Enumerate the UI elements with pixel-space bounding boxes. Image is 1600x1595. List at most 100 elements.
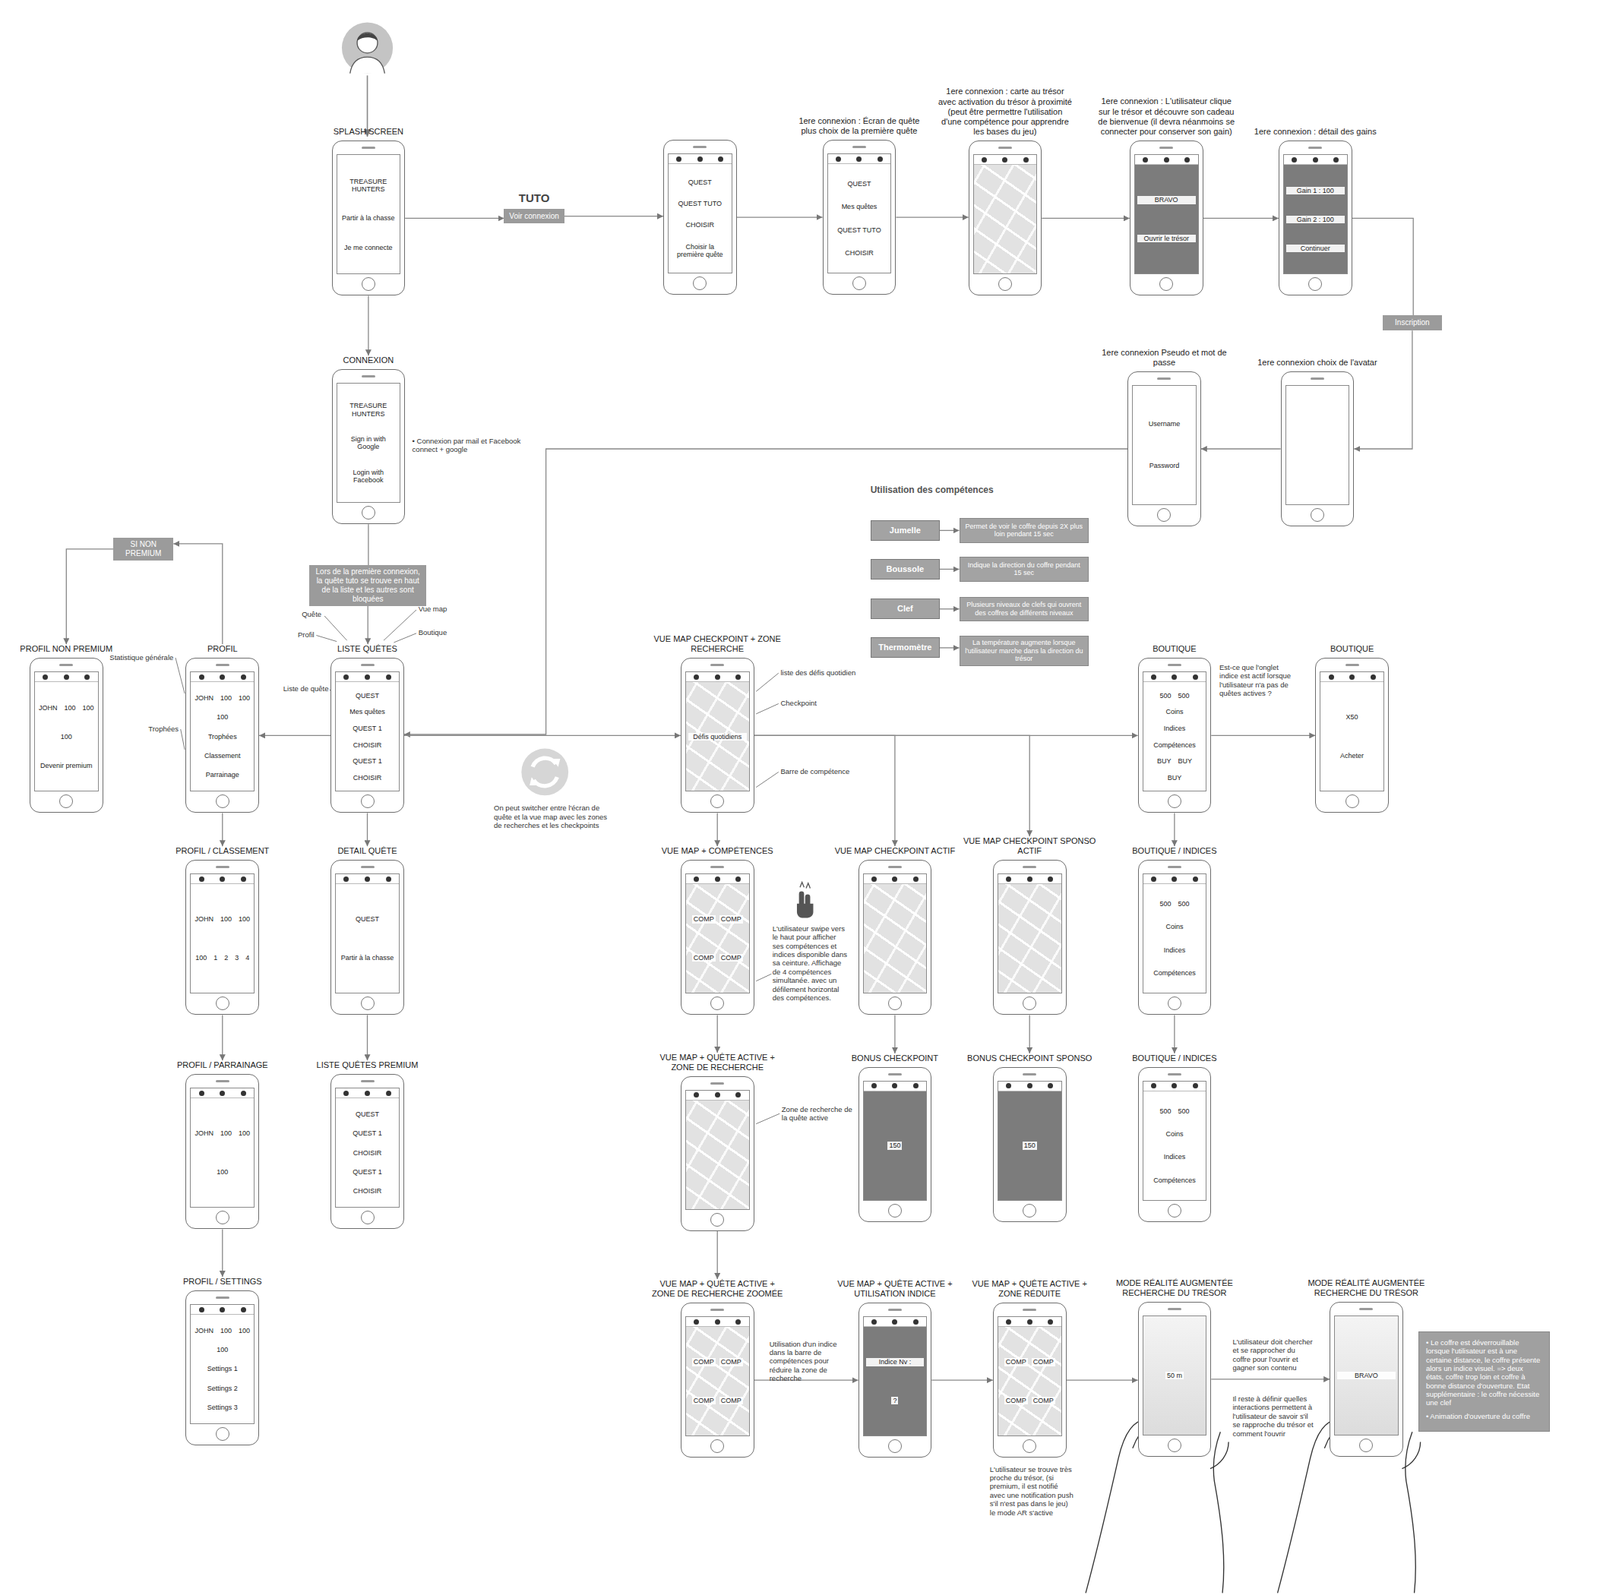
nav-bar (1143, 1081, 1207, 1092)
nav-icon (835, 156, 842, 162)
screen-text: CHOISIR (830, 249, 889, 257)
screen-text: COMP (692, 1397, 716, 1405)
nav-bar (863, 1317, 927, 1328)
nav-icon (364, 1090, 370, 1097)
screen-title: LISTE QUÊTES PREMIUM (316, 1060, 419, 1071)
speaker (1022, 1073, 1037, 1076)
phone-frame: COMPCOMPCOMPCOMP (992, 1302, 1067, 1458)
phone-frame: JOHN100100100 (185, 1074, 260, 1230)
flow-connector (939, 530, 960, 532)
screen-title: PROFIL (207, 644, 238, 655)
nav-icon (199, 674, 205, 680)
screen-text: BRAVO (1137, 196, 1196, 204)
phone-screen: PROFIL NON PREMIUMJOHN100100100Devenir p… (29, 644, 104, 813)
nav-icon (219, 1307, 225, 1313)
screen-text: Compétences (1145, 1176, 1205, 1185)
phone-screen: BONUS CHECKPOINT150 (858, 1053, 933, 1223)
note-box: Boussole (870, 559, 940, 580)
screen-content (1286, 385, 1350, 505)
nav-icon (1171, 1083, 1177, 1089)
screen-text: 100 (237, 1129, 252, 1138)
screen-text: 500 (1157, 1107, 1173, 1116)
band-box: Indique la direction du coffre pendant 1… (959, 556, 1090, 582)
phone-frame: JOHN100100100Devenir premium (29, 657, 104, 813)
annotation: Profil (273, 630, 315, 639)
screen: 500500CoinsIndicesCompétencesBUYBUYBUY (1142, 671, 1208, 792)
nav-icon (1047, 1083, 1053, 1089)
phone-frame: 500500CoinsIndicesCompétencesBUYBUYBUY (1138, 657, 1212, 813)
home-button (215, 996, 230, 1011)
phone-frame: JOHN100100100TrophéesClassementParrainag… (185, 657, 260, 813)
phone-frame (968, 140, 1043, 296)
note-box: • Le coffre est déverrouillable lorsque … (1418, 1331, 1550, 1433)
phone-frame: COMPCOMPCOMPCOMP (680, 1302, 755, 1458)
band-box: Boussole (870, 559, 940, 580)
nav-icon (1047, 876, 1053, 883)
screen-text: Indices (1145, 946, 1205, 955)
nav-icon (1370, 674, 1376, 680)
screen-content: QUESTPartir à la chasse (335, 884, 399, 993)
nav-icon (1150, 1083, 1157, 1089)
flow-connector (894, 1015, 895, 1054)
screen-text: Compétences (1145, 741, 1205, 750)
screen-content: Gain 1 : 100Gain 2 : 100Continuer (1283, 164, 1348, 274)
phone-frame: QUESTPartir à la chasse (330, 860, 405, 1016)
home-button (888, 996, 902, 1011)
screen-title: VUE MAP + QUÊTE ACTIVE + ZONE DE RECHERC… (648, 1052, 786, 1073)
screen-content: COMPCOMPCOMPCOMP (686, 1327, 750, 1436)
band-box: La température augmente lorsque l'utilis… (959, 635, 1090, 667)
home-button (360, 996, 375, 1011)
annotation: liste des défis quotidien (780, 668, 883, 677)
phone-screen: VUE MAP CHECKPOINT SPONSO ACTIF (992, 836, 1067, 1016)
screen-text: CHOISIR (338, 1187, 397, 1196)
phone-frame: UsernamePassword (1127, 371, 1202, 527)
phone-frame: 500500CoinsIndicesCompétences (1138, 860, 1212, 1016)
screen-text: QUEST (338, 692, 397, 700)
band-text: Lors de la première connexion, la quête … (313, 567, 423, 604)
screen-text: 100 (63, 704, 78, 712)
screen-text: Continuer (1286, 244, 1345, 253)
nav-icon (693, 1092, 699, 1098)
home-button (1359, 1438, 1373, 1453)
phone-frame: Indice Nv :? (858, 1302, 933, 1458)
screen-title: BONUS CHECKPOINT SPONSO (967, 1053, 1092, 1064)
note-box: TUTOVoir connexion (503, 191, 564, 224)
phone-frame: QUESTMes quêtesQUEST 1CHOISIRQUEST 1CHOI… (330, 657, 405, 813)
phone-frame: 150 (858, 1067, 933, 1223)
phone-screen: 1ere connexion : détail des gainsGain 1 … (1278, 126, 1353, 296)
screen-content: 150 (863, 1091, 927, 1201)
nav-bar (1283, 154, 1348, 165)
nav-icon (877, 156, 883, 162)
screen-title: VUE MAP + QUÊTE ACTIVE + ZONE RÉDUITE (961, 1279, 1098, 1300)
screen: QUESTQUEST 1CHOISIRQUEST 1CHOISIR (335, 1087, 400, 1208)
flow-connector (1353, 330, 1413, 450)
screen-text: COMP (719, 1358, 744, 1367)
nav-icon (199, 1307, 205, 1313)
screen: TREASURE HUNTERSPartir à la chasseJe me … (336, 154, 402, 275)
speaker (1159, 146, 1174, 149)
phone-frame: BRAVOOuvrir le trésor (1129, 140, 1204, 296)
nav-icon (1192, 1083, 1199, 1089)
screen-text: Devenir premium (37, 762, 96, 770)
speaker (692, 145, 707, 149)
home-button (1167, 794, 1182, 809)
band-box: Thermomètre (870, 637, 940, 658)
phone-screen: SPLASH SCREENTREASURE HUNTERSPartir à la… (332, 126, 406, 296)
nav-icon (84, 674, 90, 680)
screen-text: TREASURE HUNTERS (339, 177, 399, 194)
annotation: Vue map (418, 604, 470, 614)
nav-icon (1027, 1083, 1033, 1089)
band-text: Indique la direction du coffre pendant 1… (964, 561, 1085, 579)
phone-screen: 1ere connexion choix de l'avatar (1280, 357, 1355, 527)
home-button (710, 996, 725, 1011)
nav-icon (1192, 674, 1199, 680)
screen-text: Settings 1 (192, 1365, 252, 1373)
phone-frame: 500500CoinsIndicesCompétences (1138, 1067, 1212, 1223)
screen-text: Choisir la première quête (670, 243, 730, 260)
screen-text: QUEST 1 (338, 724, 397, 733)
band-box: Lors de la première connexion, la quête … (309, 565, 427, 607)
nav-icon (1349, 674, 1355, 680)
nav-icon (1005, 876, 1012, 883)
flow-connector (173, 543, 222, 645)
home-button (888, 1439, 902, 1454)
